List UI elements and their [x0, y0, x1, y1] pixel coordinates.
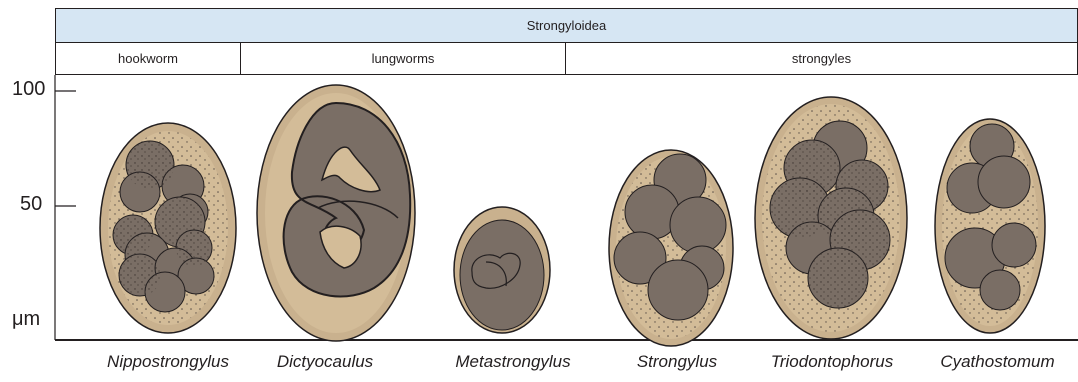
triodontophorus-egg-icon	[755, 97, 907, 339]
genus-label-metastrongylus: Metastrongylus	[438, 352, 588, 372]
cyathostomum-egg-icon	[935, 119, 1045, 333]
genus-label-cyathostomum: Cyathostomum	[925, 352, 1070, 372]
dictyocaulus-egg-icon	[257, 85, 415, 341]
strongylus-egg-icon	[609, 150, 733, 346]
nippostrongylus-egg-icon	[100, 123, 236, 333]
genus-label-strongylus: Strongylus	[622, 352, 732, 372]
metastrongylus-egg-icon	[454, 207, 550, 333]
genus-label-nippostrongylus: Nippostrongylus	[93, 352, 243, 372]
genus-label-triodontophorus: Triodontophorus	[752, 352, 912, 372]
genus-label-dictyocaulus: Dictyocaulus	[255, 352, 395, 372]
